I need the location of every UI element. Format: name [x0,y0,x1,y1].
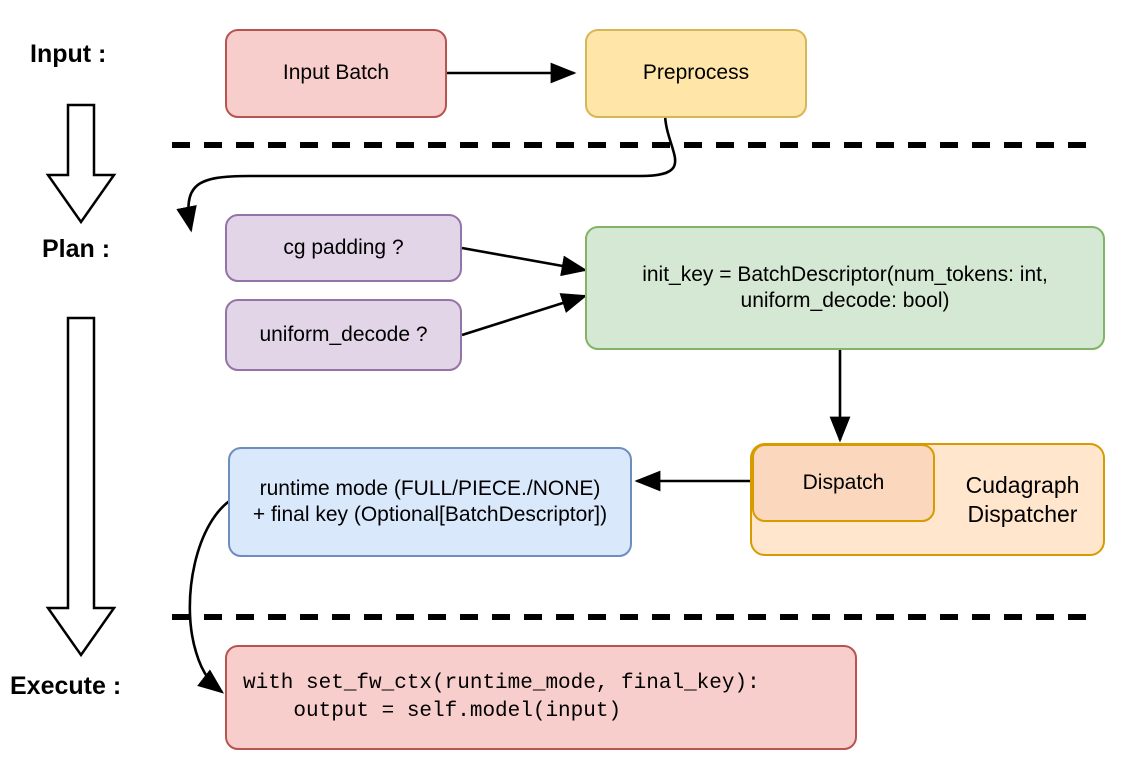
node-preprocess-label: Preprocess [642,61,750,85]
uniform-decode-to-init-key [461,293,588,337]
node-execute-code-line2: output = self.model(input) [243,699,622,723]
node-init-key-line1: init_key = BatchDescriptor(num_tokens: i… [642,262,1048,286]
node-runtime-mode-line2: + final key (Optional[BatchDescriptor]) [252,503,608,526]
node-dispatch[interactable]: Dispatch [752,444,935,522]
cudagraph-dispatcher-line1: Cudagraph [965,472,1080,499]
cg-padding-to-init-key [461,246,588,277]
preprocess-to-cg-padding [176,112,677,233]
stage-label-execute: Execute : [10,672,122,700]
node-init-key-line2: uniform_decode: bool) [740,289,950,312]
node-input-batch-label: Input Batch [282,61,390,85]
node-cg-padding-label: cg padding ? [283,235,404,259]
node-runtime-mode[interactable]: runtime mode (FULL/PIECE./NONE) + final … [228,447,632,557]
node-preprocess[interactable]: Preprocess [585,29,807,118]
node-dispatch-label: Dispatch [802,470,885,494]
node-runtime-mode-line1: runtime mode (FULL/PIECE./NONE) [259,476,601,500]
stage-label-input: Input : [30,40,107,68]
block-arrow-plan-to-execute [45,316,117,658]
block-arrow-input-to-plan [45,103,117,225]
node-init-key[interactable]: init_key = BatchDescriptor(num_tokens: i… [585,226,1105,350]
node-execute-code[interactable]: with set_fw_ctx(runtime_mode, final_key)… [225,645,857,750]
node-cg-padding[interactable]: cg padding ? [225,214,462,282]
node-execute-code-line1: with set_fw_ctx(runtime_mode, final_key)… [243,672,760,696]
node-cudagraph-dispatcher-label: Cudagraph Dispatcher [940,455,1105,545]
node-uniform-decode[interactable]: uniform_decode ? [225,299,462,371]
node-input-batch[interactable]: Input Batch [225,29,447,118]
stage-label-plan: Plan : [42,235,111,263]
cudagraph-dispatcher-line2: Dispatcher [967,501,1078,527]
node-uniform-decode-label: uniform_decode ? [259,322,428,346]
